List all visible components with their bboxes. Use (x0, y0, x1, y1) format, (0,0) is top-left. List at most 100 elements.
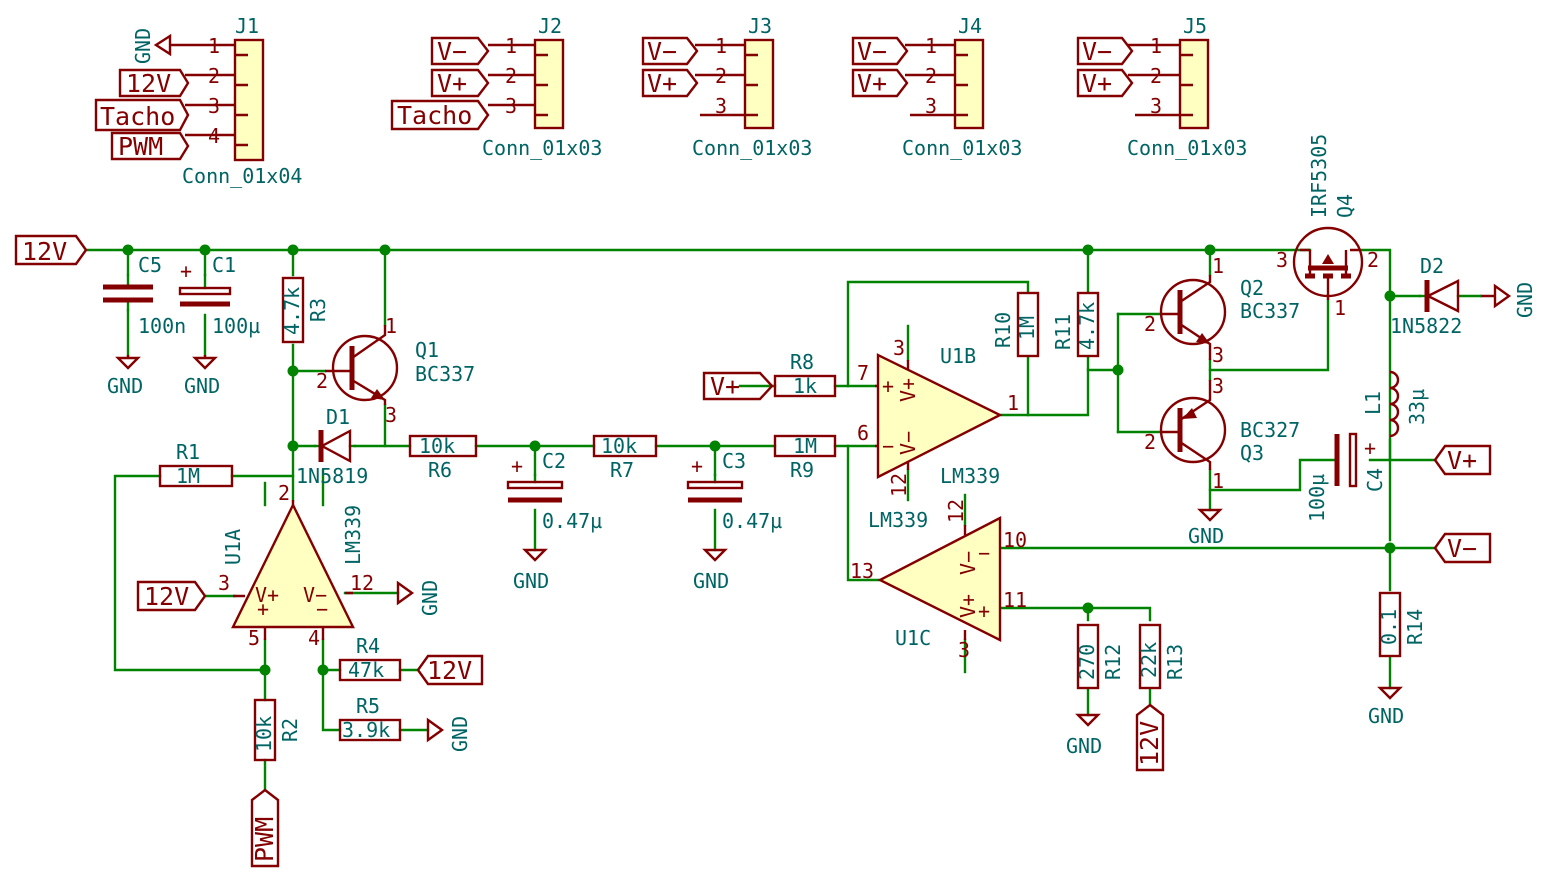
q4-ref: Q4 (1333, 194, 1357, 218)
resistor-r1: 1M R1 (158, 440, 234, 488)
q2-pin-2: 2 (1144, 312, 1156, 336)
q3-gnd-label: GND (1188, 524, 1224, 548)
j1-gnd-label: GND (131, 28, 155, 64)
u1a-minus-sign: − (316, 597, 328, 621)
j1-value: Conn_01x04 (182, 164, 302, 188)
c1-value: 100µ (212, 314, 260, 338)
u1c-pin-vp: 3 (958, 638, 970, 662)
u1a-ref: U1A (221, 529, 245, 565)
j1-tacho-label: Tacho (100, 102, 175, 131)
c5-ref: C5 (138, 253, 162, 277)
transistor-q3: 3 2 1 BC327 Q3 (1144, 374, 1300, 493)
ground-symbols: GND GND GND GND GND GND GND GND GND GND … (107, 28, 1537, 758)
q3-pin-3: 3 (1212, 374, 1224, 398)
r3-ref: R3 (306, 298, 330, 322)
j2-ref: J2 (538, 14, 562, 38)
d2-gnd-label: GND (1513, 282, 1537, 318)
r6-ref: R6 (428, 458, 452, 482)
q3-pin-2: 2 (1144, 430, 1156, 454)
j5-pin-1: 1 (1150, 34, 1162, 58)
u1a-gnd-label: GND (418, 580, 442, 616)
j3-vminus-label: V− (647, 37, 677, 66)
r4-ref: R4 (356, 634, 380, 658)
q1-pin-1: 1 (385, 314, 397, 338)
j3-pin-1: 1 (715, 34, 727, 58)
resistor-r6: 10k R6 (408, 434, 478, 482)
capacitor-c5: C5 100n (103, 253, 186, 338)
j2-tacho-label: Tacho (397, 101, 472, 130)
resistor-r3: 4.7k R3 (280, 276, 330, 344)
r1-value: 1M (176, 464, 200, 488)
q1-ref: Q1 (415, 338, 439, 362)
connector-j1: 1 2 3 4 J1 Conn_01x04 (182, 14, 302, 188)
transistor-q2: 1 2 3 Q2 BC337 (1144, 254, 1300, 367)
q3-pin-1: 1 (1212, 469, 1224, 493)
net-labels: 12V Tacho PWM V− V+ Tacho V− V+ V− V+ V−… (14, 36, 1492, 868)
r12-ref: R12 (1101, 644, 1125, 680)
j3-value: Conn_01x03 (692, 136, 812, 160)
c1-ref: C1 (212, 253, 236, 277)
j2-vplus-label: V+ (437, 69, 467, 98)
j4-vminus-label: V− (857, 37, 887, 66)
j3-vplus-label: V+ (647, 69, 677, 98)
r9-ref: R9 (790, 458, 814, 482)
j1-ref: J1 (235, 14, 259, 38)
r6-value: 10k (419, 434, 455, 458)
u1a-pin-vp: 3 (218, 571, 230, 595)
q2-pin-3: 3 (1212, 343, 1224, 367)
resistor-r7: 10k R7 (592, 434, 658, 482)
c2-gnd-label: GND (513, 569, 549, 593)
connector-j3: 1 2 3 J3 Conn_01x03 (692, 14, 812, 160)
j4-pin-2: 2 (925, 64, 937, 88)
u1c-pin-vn: 12 (944, 499, 968, 523)
r7-ref: R7 (610, 458, 634, 482)
c4-plus: + (1364, 436, 1376, 460)
j1-12v-label: 12V (126, 69, 171, 98)
r8-vplus-label: V+ (710, 372, 740, 401)
comparator-u1a: 2 3 12 5 4 V+ V− + − U1A LM339 (218, 481, 374, 650)
j5-value: Conn_01x03 (1127, 136, 1247, 160)
r5-gnd-label: GND (448, 716, 472, 752)
u1a-pin-inp: 5 (248, 626, 260, 650)
connector-j4: 1 2 3 J4 Conn_01x03 (902, 14, 1022, 160)
diode-d1: D1 1N5819 (296, 405, 368, 488)
capacitor-c1: + C1 100µ (178, 253, 260, 338)
d2-ref: D2 (1420, 254, 1444, 278)
c1-gnd-label: GND (184, 374, 220, 398)
c2-value: 0.47µ (542, 509, 602, 533)
c2-plus: + (511, 454, 523, 478)
r8-ref: R8 (790, 350, 814, 374)
r11-value: 4.7k (1075, 302, 1099, 350)
j4-vplus-label: V+ (857, 69, 887, 98)
resistor-r10: 1M R10 (991, 291, 1040, 358)
j1-pin-2: 2 (208, 64, 220, 88)
r4-12v-label: 12V (427, 656, 472, 685)
c3-value: 0.47µ (722, 509, 782, 533)
r10-value: 1M (1015, 316, 1039, 340)
r10-ref: R10 (991, 312, 1015, 348)
q2-value: BC337 (1240, 299, 1300, 323)
q1-pin-3: 3 (385, 403, 397, 427)
inductor-l1: L1 33µ (1361, 370, 1429, 438)
rail-12v-label: 12V (22, 237, 67, 266)
j4-ref: J4 (958, 14, 982, 38)
u1c-ref: U1C (895, 626, 931, 650)
diode-d2: D2 1N5822 (1390, 254, 1482, 338)
c1-plus: + (180, 259, 192, 283)
resistor-r9: 1M R9 (773, 434, 837, 482)
capacitor-c3: + C3 0.47µ (686, 449, 782, 533)
resistor-r14: 0.1 R14 (1377, 591, 1427, 658)
c4-vplus-label: V+ (1447, 446, 1477, 475)
l1-ref: L1 (1361, 391, 1385, 415)
u1a-pin-inn: 4 (308, 626, 320, 650)
j3-pin-2: 2 (715, 64, 727, 88)
c4-value: 100µ (1305, 474, 1329, 522)
j2-pin-2: 2 (505, 64, 517, 88)
transistor-q4: 3 2 1 IRF5305 Q4 (1276, 134, 1379, 320)
c5-value: 100n (138, 314, 186, 338)
r5-value: 3.9k (342, 718, 390, 742)
j2-vminus-label: V− (437, 37, 467, 66)
u1a-pin-out: 2 (278, 481, 290, 505)
u1a-12v-label: 12V (144, 582, 189, 611)
